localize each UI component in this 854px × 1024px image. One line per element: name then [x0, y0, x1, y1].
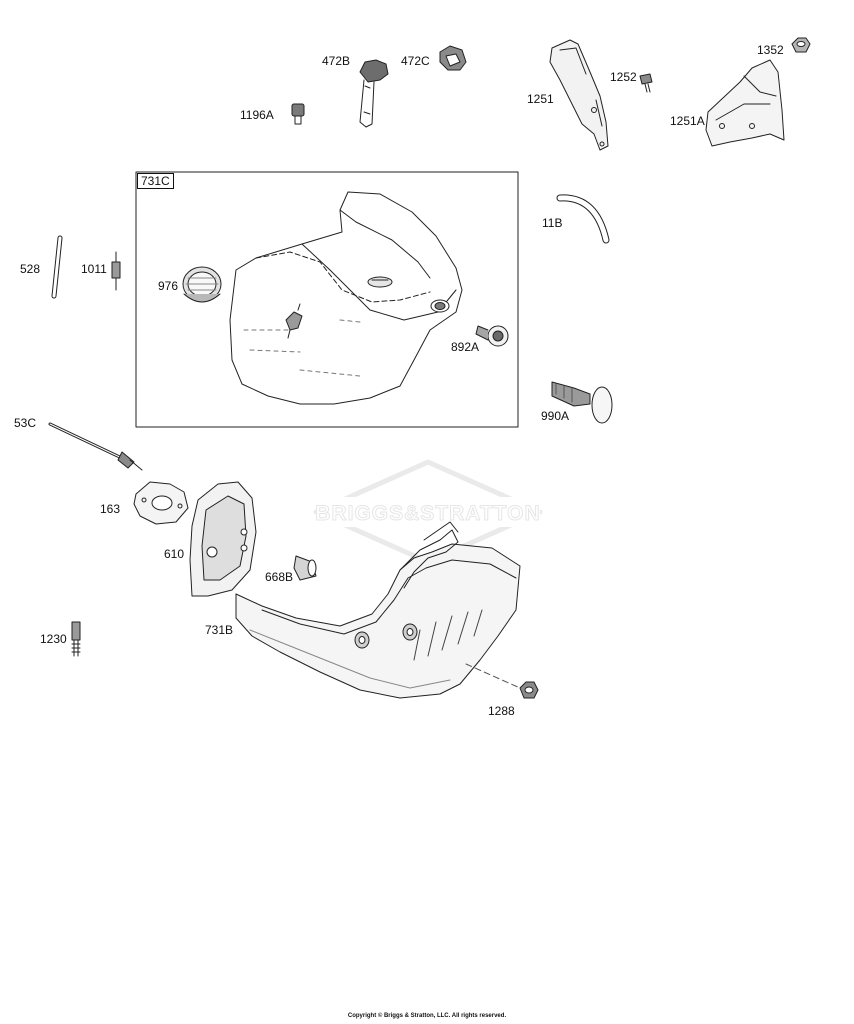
part-11b-hose — [556, 194, 610, 244]
part-731b-muffler-guard — [235, 521, 521, 699]
label-1288: 1288 — [488, 704, 515, 718]
part-1288-nut — [519, 681, 539, 699]
part-1011-filter — [111, 251, 121, 291]
part-1230-stud — [71, 621, 81, 657]
label-976: 976 — [158, 279, 179, 293]
label-1252: 1252 — [610, 70, 637, 84]
group-box-731c — [135, 171, 519, 428]
part-1251-bracket — [549, 39, 609, 151]
copyright-notice: Copyright © Briggs & Stratton, LLC. All … — [347, 1013, 507, 1019]
label-528: 528 — [20, 262, 41, 276]
label-990a: 990A — [541, 409, 570, 423]
label-668b: 668B — [265, 570, 294, 584]
part-892a-valve — [475, 325, 509, 347]
group-box-label: 731C — [137, 173, 174, 189]
label-163: 163 — [100, 502, 121, 516]
part-990a-knob — [551, 381, 613, 424]
part-53c-rod — [48, 422, 143, 471]
part-1252-screw — [639, 73, 653, 93]
label-1251a: 1251A — [670, 114, 705, 128]
part-1196a-plug — [291, 103, 305, 125]
label-892a: 892A — [451, 340, 480, 354]
label-472c: 472C — [401, 54, 430, 68]
watermark-text: BRIGGS&STRATTON — [315, 502, 540, 525]
label-731b: 731B — [205, 623, 234, 637]
part-472c-knob — [439, 45, 467, 71]
part-472b-key — [359, 59, 389, 128]
label-1196a: 1196A — [240, 108, 274, 122]
label-610: 610 — [164, 547, 185, 561]
part-610-heat-shield — [189, 481, 257, 597]
watermark-logo: BRIGGS&STRATTON — [313, 459, 543, 565]
label-472b: 472B — [322, 54, 351, 68]
part-976-cap — [182, 266, 222, 303]
part-1251a-bracket — [705, 59, 785, 147]
label-1011: 1011 — [81, 262, 107, 276]
part-163-gasket — [133, 481, 189, 525]
part-668b-spacer — [293, 555, 317, 581]
label-11b: 11B — [542, 216, 563, 230]
part-731c-fuel-tank — [229, 191, 463, 405]
part-1352-nut — [791, 37, 811, 53]
label-1251: 1251 — [527, 92, 554, 106]
part-528-fuel-line — [51, 235, 63, 299]
label-1230: 1230 — [40, 632, 67, 646]
label-1352: 1352 — [757, 43, 784, 57]
label-53c: 53C — [14, 416, 37, 430]
